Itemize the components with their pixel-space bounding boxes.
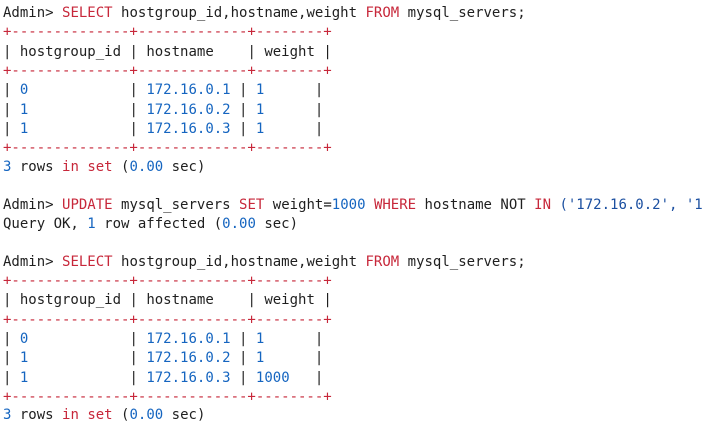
prompt: Admin> [3, 197, 63, 213]
row-count: 3 [3, 159, 12, 176]
update-field: weight= [272, 197, 332, 213]
table-border: +--------------+-------------+--------+ [3, 311, 332, 328]
table-row: | 0 | 172.16.0.1 | 1 | [3, 82, 324, 99]
result-footer: 3 rows in set (0.00 sec) [3, 159, 206, 176]
table-border: +--------------+-------------+--------+ [3, 62, 332, 79]
in-list: ('172.16.0.2', '1 [559, 197, 703, 213]
sec-word: sec [171, 159, 197, 176]
where-field: hostname NOT [424, 197, 526, 213]
elapsed-time: 0.00 [222, 216, 256, 233]
cell-weight: 1000 [255, 369, 290, 386]
cell-hostname: 172.16.0.2 [146, 101, 231, 118]
rows-word: rows [19, 159, 54, 176]
update-table: mysql_servers [121, 197, 231, 213]
row-count: 3 [3, 406, 12, 423]
keyword-from: FROM [365, 5, 400, 21]
select-command-line: Admin> SELECT hostgroup_id,hostname,weig… [3, 4, 526, 23]
table-header-row: | hostgroup_id | hostname | weight | [3, 43, 332, 60]
table-border: +--------------+-------------+--------+ [3, 273, 332, 289]
cell-hostgroup-id: 1 [19, 369, 29, 386]
keyword-select: SELECT [62, 253, 113, 270]
select-table: mysql_servers; [407, 253, 526, 270]
keyword-where: WHERE [373, 197, 417, 213]
keyword-update: UPDATE [62, 197, 113, 213]
cell-hostgroup-id: 0 [19, 82, 29, 99]
update-result-line: Query OK, 1 row affected (0.00 sec) [3, 215, 298, 234]
cell-weight: 1 [255, 120, 265, 137]
cell-weight: 1 [255, 350, 265, 367]
keyword-from: FROM [365, 253, 400, 270]
affected-text: row affected ( [95, 216, 223, 233]
result-footer: 3 rows in set (0.00 sec) [3, 406, 206, 423]
cell-hostgroup-id: 1 [19, 101, 29, 118]
table-row: | 1 | 172.16.0.2 | 1 | [3, 101, 324, 118]
header-hostname: hostname [146, 292, 214, 309]
keyword-select: SELECT [62, 5, 113, 21]
header-weight: weight [264, 292, 315, 309]
update-command-line: Admin> UPDATE mysql_servers SET weight=1… [3, 196, 703, 215]
cell-hostgroup-id: 1 [19, 350, 29, 367]
table-header-row: | hostgroup_id | hostname | weight | [3, 292, 332, 309]
table-row: | 1 | 172.16.0.3 | 1000 | [3, 369, 324, 386]
table-border: +--------------+-------------+--------+ [3, 24, 332, 41]
affected-count: 1 [87, 216, 96, 233]
cell-hostgroup-id: 0 [19, 330, 29, 347]
keyword-set: SET [239, 197, 265, 213]
header-weight: weight [264, 43, 315, 60]
header-hostgroup-id: hostgroup_id [19, 292, 122, 309]
query-ok-text: Query OK, [3, 216, 88, 233]
elapsed-time: 0.00 [129, 406, 164, 423]
select-command-line: Admin> SELECT hostgroup_id,hostname,weig… [3, 253, 526, 272]
table-row: | 1 | 172.16.0.3 | 1 | [3, 120, 324, 137]
cell-hostname: 172.16.0.1 [146, 82, 231, 99]
elapsed-time: 0.00 [129, 159, 164, 176]
table-row: | 1 | 172.16.0.2 | 1 | [3, 350, 324, 367]
select-columns: hostgroup_id,hostname,weight [121, 253, 358, 270]
table-row: | 0 | 172.16.0.1 | 1 | [3, 330, 324, 347]
keyword-in: in [62, 406, 79, 423]
cell-weight: 1 [255, 82, 265, 99]
cell-weight: 1 [255, 101, 265, 118]
select-columns: hostgroup_id,hostname,weight [121, 5, 358, 21]
cell-hostname: 172.16.0.2 [146, 350, 231, 367]
select-table: mysql_servers; [407, 5, 526, 21]
sec-word: sec [171, 406, 197, 423]
header-hostgroup-id: hostgroup_id [19, 43, 122, 60]
header-hostname: hostname [146, 43, 214, 60]
prompt: Admin> [3, 5, 63, 21]
keyword-set: set [87, 406, 113, 423]
cell-hostname: 172.16.0.1 [146, 330, 231, 347]
prompt: Admin> [3, 253, 63, 270]
sec-text: sec) [255, 216, 299, 233]
table-border: +--------------+-------------+--------+ [3, 388, 332, 405]
cell-hostname: 172.16.0.3 [146, 369, 231, 386]
keyword-in: in [62, 159, 79, 176]
cell-hostgroup-id: 1 [19, 120, 29, 137]
cell-hostname: 172.16.0.3 [146, 120, 231, 137]
table-border: +--------------+-------------+--------+ [3, 140, 332, 157]
cell-weight: 1 [255, 330, 265, 347]
keyword-in: IN [534, 197, 551, 213]
keyword-set: set [87, 159, 113, 176]
rows-word: rows [19, 406, 54, 423]
update-value: 1000 [331, 197, 366, 213]
